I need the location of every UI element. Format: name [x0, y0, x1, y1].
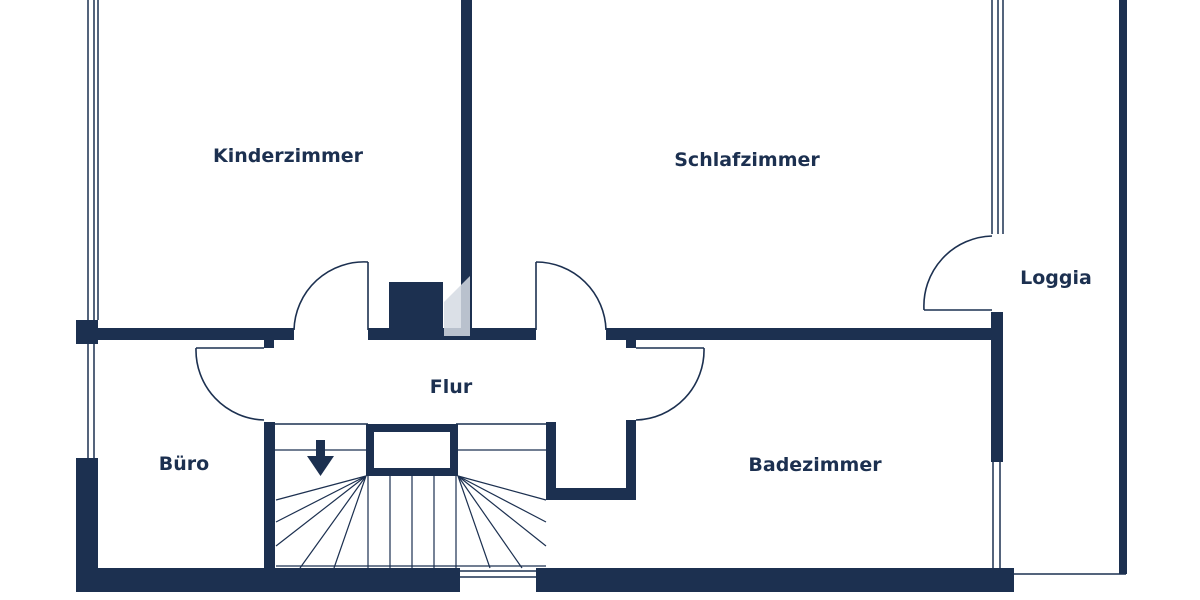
wall-partition-vertical [461, 0, 472, 336]
walls [76, 0, 1127, 592]
room-label-flur: Flur [429, 376, 473, 398]
wall-stair-right-upper [546, 422, 556, 492]
wall-middle-right [606, 328, 1002, 340]
room-label-badezimmer: Badezimmer [748, 454, 882, 476]
wall-stub-buero [264, 340, 274, 348]
wall-loggia-right [1119, 0, 1127, 574]
door-swings [195, 235, 993, 425]
wall-bottom-right [536, 568, 1014, 592]
thin-lines [87, 0, 1126, 578]
stair-well [366, 424, 458, 476]
wall-bad-step-right [626, 420, 636, 500]
wall-middle-left [98, 328, 294, 340]
wall-stub-bad [626, 340, 636, 348]
room-label-buero: Büro [158, 453, 210, 475]
arrow-down-icon [307, 440, 334, 476]
room-label-kinderzimmer: Kinderzimmer [212, 145, 364, 167]
house-logo-icon [444, 276, 470, 336]
wall-left-lower [76, 458, 98, 592]
wall-stair-left [264, 422, 275, 592]
wall-bad-step-bottom [546, 488, 636, 500]
room-label-loggia: Loggia [1020, 267, 1092, 289]
staircase [275, 424, 547, 569]
chimney-block [389, 282, 443, 330]
room-label-schlafzimmer: Schlafzimmer [674, 149, 820, 171]
wall-left-corner [76, 320, 98, 344]
wall-right-bad [991, 312, 1003, 462]
